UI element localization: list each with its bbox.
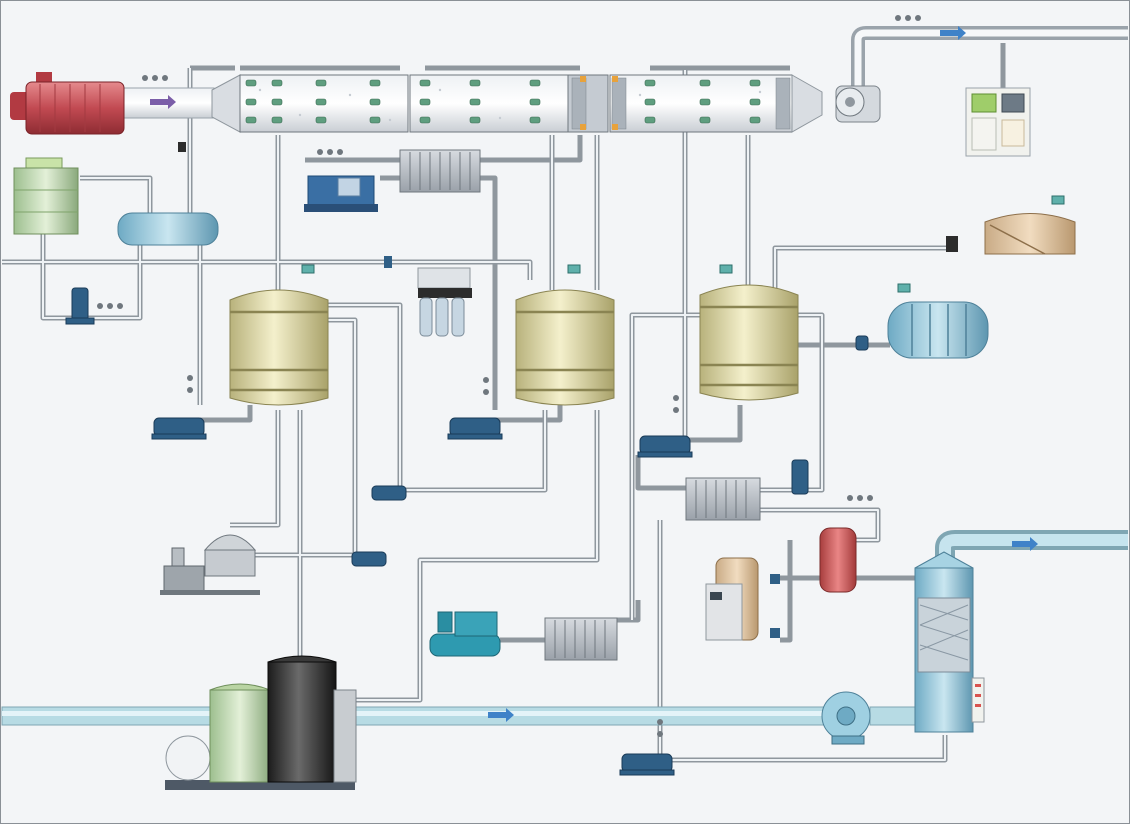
valve-boiler-2[interactable] (770, 628, 780, 638)
centrifuge-separator[interactable] (160, 534, 260, 595)
air-compressor[interactable] (429, 611, 501, 657)
control-valves[interactable] (178, 142, 958, 638)
pump-cooling-vertical[interactable] (65, 287, 95, 325)
valve-left-small[interactable] (178, 142, 186, 152)
flow-arrow-inlet (150, 95, 176, 109)
process-tank-1[interactable] (229, 289, 329, 406)
scrubber-tower[interactable] (914, 551, 985, 733)
heat-exchanger-bottom[interactable] (544, 617, 618, 661)
flow-arrow-exhaust (940, 26, 966, 40)
pump-separator[interactable] (351, 551, 387, 567)
electric-boiler[interactable] (705, 557, 759, 641)
pump-tank2[interactable] (447, 417, 503, 440)
pump-tank1-transfer[interactable] (371, 485, 407, 501)
storage-tank[interactable] (984, 213, 1076, 255)
pump-tank3[interactable] (637, 435, 693, 458)
air-heater[interactable] (10, 72, 125, 135)
pump-horizontal-tank[interactable] (855, 335, 869, 351)
horizontal-storage-tank[interactable] (887, 301, 989, 359)
treatment-chamber-train[interactable] (211, 74, 823, 133)
heat-exchanger-top[interactable] (399, 149, 481, 193)
control-panel[interactable] (965, 87, 1031, 157)
instrument-gauges (97, 15, 921, 737)
water-chiller[interactable] (304, 175, 378, 212)
pump-bottom[interactable] (619, 753, 675, 776)
flow-arrows (150, 26, 1038, 722)
pumps[interactable] (65, 287, 869, 776)
valve-mid-line[interactable] (384, 256, 392, 268)
main-duct-pipes (1, 26, 1128, 726)
exhaust-fan[interactable] (835, 85, 881, 123)
buffer-vessel[interactable] (819, 527, 857, 593)
level-transmitters (301, 195, 1065, 293)
process-tank-3[interactable] (699, 284, 799, 401)
small-piping (2, 43, 1006, 763)
distribution-header[interactable] (117, 212, 219, 246)
centrifugal-blower[interactable] (821, 691, 871, 745)
valve-boiler-1[interactable] (770, 574, 780, 584)
chamber-module-2[interactable] (409, 74, 569, 133)
heat-exchanger-middle[interactable] (685, 477, 761, 521)
flow-arrow-bottom-main (488, 708, 514, 722)
cooling-water-tank[interactable] (13, 157, 79, 235)
valve-storage-inlet[interactable] (946, 236, 958, 252)
pump-hx-vertical[interactable] (791, 459, 809, 495)
flow-arrow-scrubber-out (1012, 537, 1038, 551)
pump-tank1[interactable] (151, 417, 207, 440)
process-tank-2[interactable] (515, 289, 615, 406)
ro-filter-unit[interactable] (417, 267, 472, 337)
sludge-tank-cluster[interactable] (165, 655, 357, 790)
